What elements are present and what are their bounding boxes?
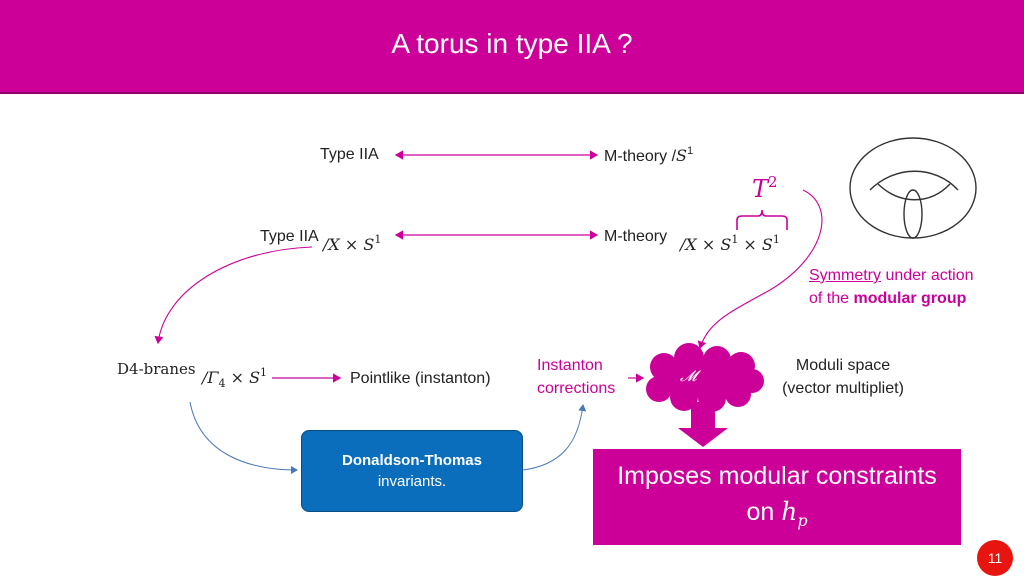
instanton-label: Instanton (537, 357, 603, 374)
d4-sub: 4 (218, 377, 226, 390)
row2-right-math-a: /X × S (680, 235, 732, 254)
corrections-label: corrections (537, 380, 616, 397)
imposes-line1: Imposes modular constraints (617, 462, 937, 490)
row1-m-theory-label: M-theory / (604, 148, 677, 165)
imposes-on: on (746, 498, 782, 526)
vector-multiplet-label: (vector multipliet) (782, 380, 904, 397)
row1-s: S (676, 146, 687, 165)
page-number: 11 (975, 544, 1015, 572)
row2-right-sup2: 1 (772, 233, 780, 246)
symmetry-line2a: of the (809, 290, 854, 307)
dt-to-corrections-arrow (522, 404, 587, 471)
row2-right-math-b: × S (738, 235, 773, 254)
imposes-line2: on hp (593, 497, 961, 530)
symmetry-word: Symmetry (809, 267, 881, 284)
row2-left-sup: 1 (374, 233, 382, 246)
row2-m-theory: M-theory (604, 228, 668, 245)
row1-type-iia: Type IIA (320, 146, 379, 163)
down-arrow (678, 402, 728, 447)
d4-to-dt-arrow (189, 401, 298, 474)
modular-group-bold: modular group (853, 290, 967, 307)
donaldson-thomas-box: Donaldson-Thomas invariants. (301, 430, 523, 512)
d4-sup: 1 (260, 366, 268, 379)
d4-branes-label: D4-branes (117, 360, 196, 378)
dt-line1: Donaldson-Thomas (341, 452, 482, 469)
modular-group-text: of the modular group (809, 290, 966, 308)
row2-right-sup1: 1 (731, 233, 739, 246)
moduli-space-label: Moduli space (795, 357, 891, 374)
t2-t: T (752, 175, 769, 203)
imposes-p: p (797, 511, 808, 530)
t2-brace (736, 209, 788, 230)
cloud-m-label: 𝓜 (680, 367, 697, 385)
moduli-cloud-icon (646, 343, 764, 412)
row2-right-math: /X × S1 × S1 (680, 233, 780, 254)
type-iia-to-d4-arrow (154, 246, 313, 345)
imposes-h: h (781, 497, 798, 526)
d4-math: /Γ4 × S1 (202, 366, 268, 390)
page-number-text: 11 (987, 550, 1003, 566)
row2-left-math: /X × S1 (323, 233, 382, 254)
imposes-box: Imposes modular constraints on hp (593, 449, 961, 545)
t2-label: T2 (752, 173, 778, 203)
row2-left-math-a: /X × S (323, 235, 375, 254)
symmetry-text: Symmetry under action (809, 267, 974, 285)
symmetry-rest: under action (881, 267, 974, 284)
t2-sup: 2 (768, 173, 778, 191)
pointlike-label: Pointlike (instanton) (350, 370, 491, 387)
d4-math-b: × S (225, 368, 261, 387)
row1-m-theory: M-theory /S1 (604, 145, 694, 166)
slide-title: A torus in type IIA ? (391, 28, 633, 59)
row1-sup: 1 (686, 145, 694, 157)
page-number-badge (977, 540, 1013, 576)
d4-math-a: /Γ (202, 368, 219, 387)
row2-type-iia: Type IIA (260, 228, 319, 245)
torus-icon (849, 137, 977, 239)
title-bar: A torus in type IIA ? (0, 0, 1024, 94)
dt-line2: invariants. (377, 473, 447, 490)
t2-to-moduli-arrow (697, 189, 823, 350)
